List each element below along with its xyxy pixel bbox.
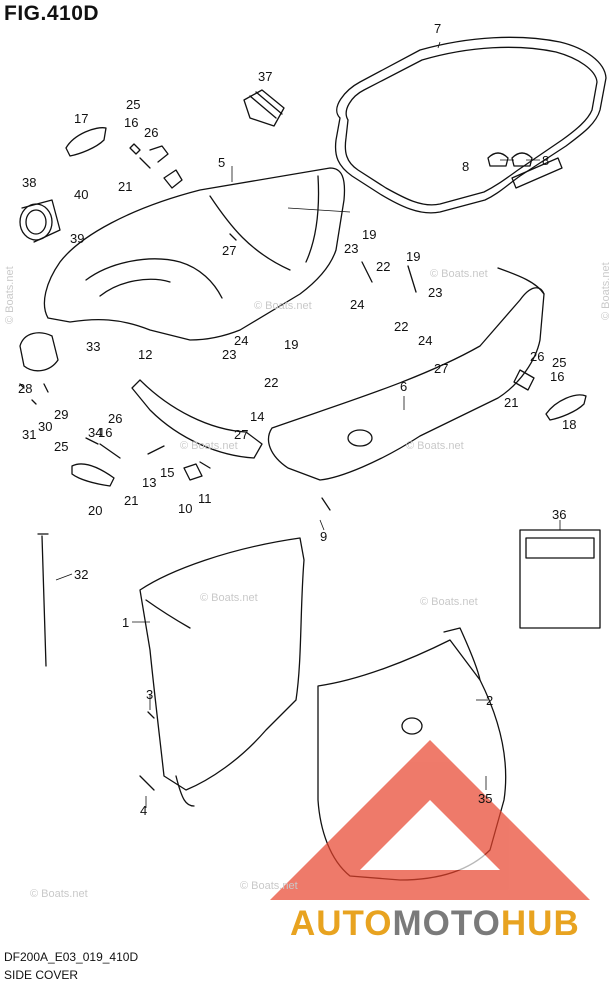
callout-label: 9	[320, 529, 328, 544]
callout-label: 23	[428, 285, 443, 300]
caution-label-36	[519, 529, 601, 629]
callout-label: 18	[562, 417, 577, 432]
lower-cover-1	[139, 537, 305, 791]
callout-label: 14	[250, 409, 265, 424]
callout-label: 28	[18, 381, 33, 396]
callout-label: 5	[218, 155, 226, 170]
watermark-text: © Boats.net	[240, 880, 298, 892]
callout-label: 12	[138, 347, 153, 362]
brand-part-1: AUTO	[290, 904, 393, 943]
callout-label: 19	[362, 227, 377, 242]
callout-label: 13	[142, 475, 157, 490]
brand-part-3: HUB	[500, 904, 580, 943]
grommet-8b	[511, 152, 533, 167]
site-logo-icon	[270, 740, 590, 900]
grommet-8a	[487, 152, 509, 167]
callout-label: 11	[198, 491, 212, 506]
section-name: SIDE COVER	[4, 968, 79, 982]
callout-label: 31	[22, 427, 37, 442]
callout-label: 26	[530, 349, 545, 364]
callout-label: 17	[74, 111, 89, 126]
callout-label: 24	[234, 333, 249, 348]
callout-label: 16	[98, 425, 113, 440]
watermark-text: © Boats.net	[420, 596, 478, 608]
callout-label: 29	[54, 407, 69, 422]
callout-label: 37	[258, 69, 273, 84]
callout-label: 25	[126, 97, 141, 112]
callout-label: 10	[178, 501, 193, 516]
watermark-text: © Boats.net	[200, 592, 258, 604]
callout-label: 4	[140, 803, 148, 818]
clamp-28	[19, 332, 59, 372]
callout-label: 23	[222, 347, 237, 362]
watermark-text: © Boats.net	[180, 440, 238, 452]
watermark-text: © Boats.net	[30, 888, 88, 900]
callout-label: 7	[434, 21, 442, 36]
callout-label: 3	[146, 687, 154, 702]
callout-label: 8	[462, 159, 470, 174]
callout-label: 22	[376, 259, 391, 274]
figure-title: FIG.410D	[4, 2, 100, 25]
callout-label: 24	[418, 333, 433, 348]
upper-cover-6	[267, 287, 545, 481]
watermark-text: © Boats.net	[406, 440, 464, 452]
model-code: DF200A_E03_019_410D	[4, 950, 139, 964]
callout-label: 26	[108, 411, 123, 426]
callout-label: 33	[86, 339, 101, 354]
plug-37	[243, 89, 285, 127]
upper-cover-5	[43, 167, 346, 341]
callout-label: 35	[478, 791, 493, 806]
callout-label: 36	[552, 507, 567, 522]
callout-label: 2	[486, 693, 494, 708]
callout-label: 8	[542, 153, 550, 168]
callout-label: 30	[38, 419, 53, 434]
callout-label: 32	[74, 567, 89, 582]
callout-label: 25	[552, 355, 567, 370]
callout-label: 19	[284, 337, 299, 352]
watermark-text: © Boats.net	[430, 268, 488, 280]
callout-label: 38	[22, 175, 37, 190]
callout-label: 16	[124, 115, 139, 130]
callout-label: 22	[264, 375, 279, 390]
cable-tie-32	[37, 533, 49, 667]
brand-wordmark: AUTOMOTOHUB	[290, 904, 580, 944]
callout-label: 16	[550, 369, 565, 384]
callout-label: 25	[54, 439, 69, 454]
callout-label: 27	[234, 427, 249, 442]
callout-label: 22	[394, 319, 409, 334]
watermark-text: © Boats.net	[4, 266, 16, 324]
callout-label: 26	[144, 125, 159, 140]
brand-part-2: MOTO	[392, 904, 501, 943]
callout-label: 40	[74, 187, 89, 202]
handle-17	[65, 127, 107, 157]
callout-label: 24	[350, 297, 365, 312]
callout-label: 6	[400, 379, 408, 394]
callout-label: 19	[406, 249, 421, 264]
callout-label: 27	[434, 361, 449, 376]
bracket-12	[131, 379, 263, 459]
callout-label: 21	[124, 493, 139, 508]
callout-label: 20	[88, 503, 103, 518]
watermark-text: © Boats.net	[254, 300, 312, 312]
seal-ring-7	[334, 36, 607, 214]
callout-label: 21	[504, 395, 519, 410]
callout-label: 34	[88, 425, 103, 440]
callout-label: 39	[70, 231, 85, 246]
watermark-text: © Boats.net	[600, 262, 612, 320]
handle-20	[71, 463, 115, 487]
callout-label: 1	[122, 615, 130, 630]
callout-label: 23	[344, 241, 359, 256]
callout-label: 21	[118, 179, 133, 194]
callout-label: 15	[160, 465, 175, 480]
callout-label: 27	[222, 243, 237, 258]
handle-18	[545, 394, 587, 421]
